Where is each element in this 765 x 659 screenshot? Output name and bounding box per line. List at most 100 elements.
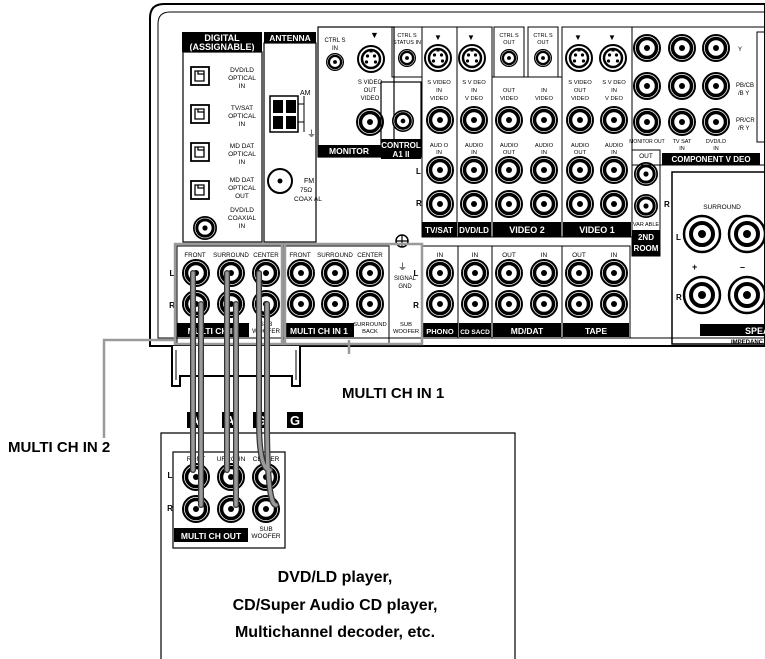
svg-text:IN: IN xyxy=(332,46,338,52)
svg-text:R: R xyxy=(676,293,682,302)
svg-text:MULTI CH IN 1: MULTI CH IN 1 xyxy=(290,326,348,336)
svg-text:AUDIO: AUDIO xyxy=(465,143,484,149)
svg-text:MULTI CH IN: MULTI CH IN xyxy=(188,326,239,336)
svg-text:SUB: SUB xyxy=(259,526,272,533)
svg-text:S V DEO: S V DEO xyxy=(602,80,626,86)
svg-text:TAPE: TAPE xyxy=(585,326,607,336)
svg-text:VIDEO: VIDEO xyxy=(571,96,590,102)
svg-text:AUDIO: AUDIO xyxy=(500,143,519,149)
svg-text:RONT: RONT xyxy=(187,456,205,463)
svg-text:FRONT: FRONT xyxy=(289,252,311,259)
svg-text:CONTROL: CONTROL xyxy=(381,141,421,150)
svg-text:L: L xyxy=(168,471,173,480)
svg-text:IN: IN xyxy=(713,146,719,152)
svg-text:ANTENNA: ANTENNA xyxy=(269,33,311,43)
svg-text:OPTICAL: OPTICAL xyxy=(228,185,256,192)
svg-text:IN: IN xyxy=(239,121,246,128)
svg-text:IN: IN xyxy=(239,223,246,230)
svg-text:IN: IN xyxy=(611,150,617,156)
svg-text:S VIDEO: S VIDEO xyxy=(568,80,592,86)
svg-text:VIDEO: VIDEO xyxy=(430,96,449,102)
svg-text:OUT: OUT xyxy=(503,40,515,46)
s-video-row: ▼ ▼ ▼ ▼ xyxy=(424,33,627,72)
audio-inputs: IN IN OUT IN OUT IN L R PHONO CD SACD MD… xyxy=(413,245,631,339)
svg-text:G: G xyxy=(290,413,300,428)
svg-text:CD SACD: CD SACD xyxy=(460,329,490,336)
svg-text:VIDEO: VIDEO xyxy=(361,96,380,102)
svg-text:S V DEO: S V DEO xyxy=(462,80,486,86)
svg-text:IN: IN xyxy=(472,252,479,259)
svg-text:S VIDEO: S VIDEO xyxy=(358,80,383,86)
svg-text:▼: ▼ xyxy=(370,30,379,40)
svg-text:WOOFER: WOOFER xyxy=(393,329,419,335)
svg-text:DVD/LD: DVD/LD xyxy=(230,207,254,214)
svg-text:V DEO: V DEO xyxy=(465,96,484,102)
svg-text:FRONT: FRONT xyxy=(184,252,206,259)
svg-text:VIDEO 2: VIDEO 2 xyxy=(509,225,545,235)
svg-text:GND: GND xyxy=(398,284,412,290)
callout-multi-ch-in-1: MULTI CH IN 1 xyxy=(342,385,444,402)
svg-text:OUT: OUT xyxy=(574,88,587,94)
s-video-jack xyxy=(357,45,385,73)
svg-text:Y: Y xyxy=(738,47,742,53)
svg-text:L: L xyxy=(416,167,421,176)
svg-text:AUD O: AUD O xyxy=(430,143,449,149)
svg-text:URROUN: URROUN xyxy=(217,456,246,463)
svg-text:OUT: OUT xyxy=(537,40,549,46)
svg-text:OUT: OUT xyxy=(574,150,587,156)
svg-text:IN: IN xyxy=(239,83,246,90)
svg-text:PHONO: PHONO xyxy=(426,327,454,336)
svg-text:AUDIO: AUDIO xyxy=(535,143,554,149)
svg-text:OUT: OUT xyxy=(364,88,377,94)
svg-text:STATUS IN: STATUS IN xyxy=(393,40,421,46)
svg-text:▼: ▼ xyxy=(574,33,582,42)
svg-text:TV/SAT: TV/SAT xyxy=(231,105,253,112)
svg-text:IN: IN xyxy=(436,150,442,156)
coaxial-jack xyxy=(193,216,217,240)
svg-text:VIDEO: VIDEO xyxy=(500,96,519,102)
svg-text:SPEA: SPEA xyxy=(745,326,765,336)
svg-text:IN: IN xyxy=(611,88,617,94)
optical-port xyxy=(190,104,210,124)
svg-text:CTRL S: CTRL S xyxy=(499,33,519,39)
optical-port xyxy=(190,142,210,162)
svg-text:IN: IN xyxy=(471,150,477,156)
svg-text:/B Y: /B Y xyxy=(738,91,749,97)
callout-multi-ch-in-2: MULTI CH IN 2 xyxy=(8,439,110,456)
svg-text:L: L xyxy=(170,269,175,278)
svg-text:L: L xyxy=(414,269,419,278)
svg-text:IN: IN xyxy=(679,146,685,152)
svg-text:IMPEDANC: IMPEDANC xyxy=(731,340,764,346)
svg-text:R: R xyxy=(664,200,670,209)
svg-text:PR/CR: PR/CR xyxy=(736,118,755,124)
svg-text:SURROUND: SURROUND xyxy=(213,252,249,259)
digital-title: DIGITAL xyxy=(204,33,240,43)
svg-text:IN: IN xyxy=(437,252,444,259)
svg-text:AUDIO: AUDIO xyxy=(605,143,624,149)
svg-text:ROOM: ROOM xyxy=(634,244,659,253)
svg-text:OUT: OUT xyxy=(503,88,516,94)
svg-text:V DEO: V DEO xyxy=(605,96,624,102)
svg-text:+: + xyxy=(692,262,697,272)
svg-text:CENTER: CENTER xyxy=(357,252,383,259)
video-group-labels: TV/SAT DVD/LD VIDEO 2 VIDEO 1 xyxy=(422,222,631,237)
svg-text:AM: AM xyxy=(300,90,311,97)
svg-text:OUT: OUT xyxy=(235,193,249,200)
svg-text:COMPONENT V DEO: COMPONENT V DEO xyxy=(671,155,750,164)
svg-text:L: L xyxy=(676,233,681,242)
svg-text:IN: IN xyxy=(436,88,442,94)
svg-text:SURROUND: SURROUND xyxy=(703,204,741,211)
svg-text:IN: IN xyxy=(541,150,547,156)
digital-panel: DIGITAL (ASSIGNABLE) DVD/LD OPTICAL IN T… xyxy=(182,32,263,243)
svg-text:2ND: 2ND xyxy=(638,233,654,242)
svg-text:IN: IN xyxy=(541,88,547,94)
cables xyxy=(190,270,279,508)
svg-text:AUDIO: AUDIO xyxy=(571,143,590,149)
antenna-panel: ANTENNA AM ⏚ FM 75Ω COAX AL xyxy=(263,32,322,243)
svg-text:BACK: BACK xyxy=(362,329,378,335)
svg-text:OPTICAL: OPTICAL xyxy=(228,75,256,82)
svg-text:SIGNAL: SIGNAL xyxy=(394,276,417,282)
svg-text:IN: IN xyxy=(541,252,548,259)
optical-port xyxy=(190,66,210,86)
